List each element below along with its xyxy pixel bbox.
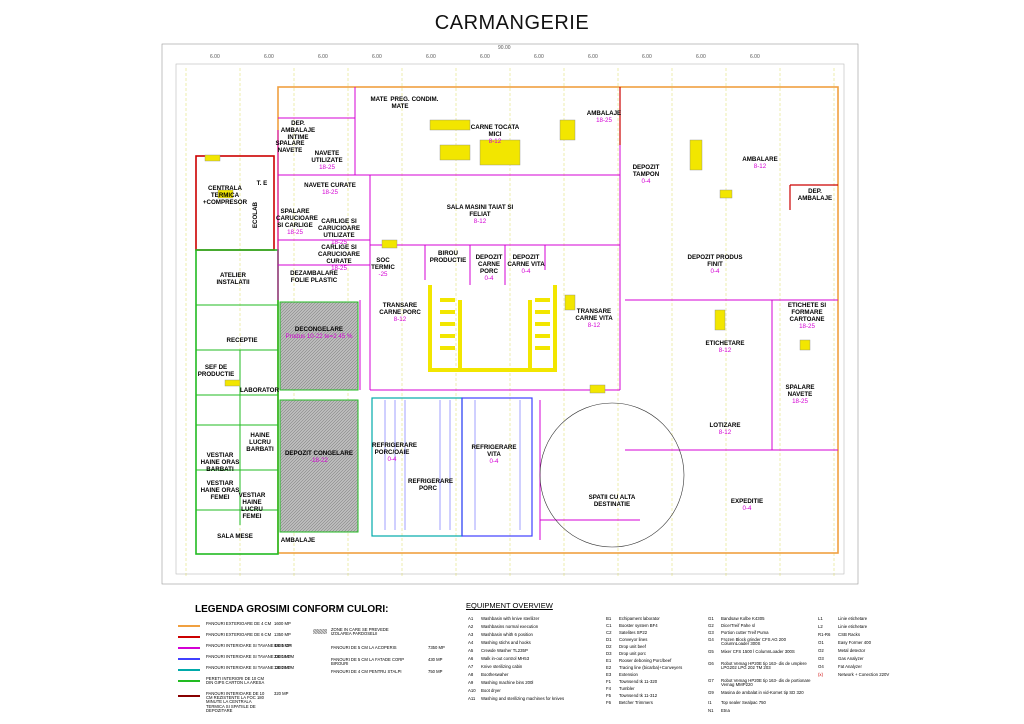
- room-sef-productie: SEF DE PRODUCTIE: [197, 364, 235, 379]
- congelare-zone: [279, 399, 359, 533]
- room-condimente: CONDIM.: [411, 96, 439, 103]
- exterior-walls: [195, 86, 839, 555]
- room-ambalaje-bottom: AMBALAJE: [280, 537, 316, 544]
- equipment-blocks: [204, 119, 811, 394]
- fire-walls: [619, 87, 838, 210]
- room-depozit-congelare: DEPOZIT CONGELARE-18-22: [284, 450, 354, 465]
- room-spatii-alta-destinatie: SPATII CU ALTA DESTINATIE: [588, 494, 636, 509]
- room-laborator: LABORATOR: [240, 387, 279, 394]
- conveyor-lines: [428, 285, 557, 372]
- spatii-circle: [539, 402, 685, 548]
- overall-dimension: 90.00: [498, 45, 511, 51]
- cold-room-walls: [371, 397, 533, 537]
- room-spalare-navete: SPALARE NAVETE: [275, 140, 305, 155]
- room-pregatire-mate: PREG. MATE: [390, 96, 410, 111]
- room-receptie: RECEPTIE: [226, 337, 258, 344]
- room-ecolab: ECOLAB: [252, 202, 259, 229]
- room-sala-mese: SALA MESE: [217, 533, 253, 540]
- room-atelier: ATELIER INSTALATII: [216, 272, 250, 287]
- legend-title: LEGENDA GROSIMI CONFORM CULORI:: [195, 604, 389, 615]
- room-mate: MATE: [370, 96, 388, 103]
- room-centrala: CENTRALA TERMICA +COMPRESOR: [202, 185, 248, 207]
- equipment-overview-title: EQUIPMENT OVERVIEW: [466, 601, 553, 610]
- interior-walls-5cm: [277, 87, 838, 540]
- plan-title: CARMANGERIE: [434, 12, 590, 34]
- room-dep-ambalaje-right: DEP. AMBALAJE: [797, 188, 833, 203]
- decongelare-zone: [279, 301, 359, 391]
- room-te: T. E: [256, 180, 268, 187]
- room-vestiar-haine-oras-barbati: VESTIAR HAINE ORAS BARBATI: [200, 452, 240, 474]
- office-walls: [196, 304, 278, 525]
- room-vestiar-haine-oras-femei: VESTIAR HAINE ORAS FEMEI: [200, 480, 240, 502]
- room-vestiar-haine-lucru-femei: VESTIAR HAINE LUCRU FEMEI: [238, 492, 266, 521]
- room-soc-termic: SOC TERMIC-25: [371, 257, 395, 279]
- room-birou-productie: BIROU PRODUCTIE: [429, 250, 467, 265]
- room-dep-ambalaje-intime: DEP. AMBALAJE INTIME: [280, 120, 316, 142]
- room-refrigerare-porc: REFRIGERARE PORC: [408, 478, 454, 493]
- room-dezambalare: DEZAMBALARE FOLIE PLASTIC: [290, 270, 338, 285]
- grid-lines: [185, 68, 835, 578]
- room-haine-lucru-barbati: HAINE LUCRU BARBATI: [246, 432, 274, 454]
